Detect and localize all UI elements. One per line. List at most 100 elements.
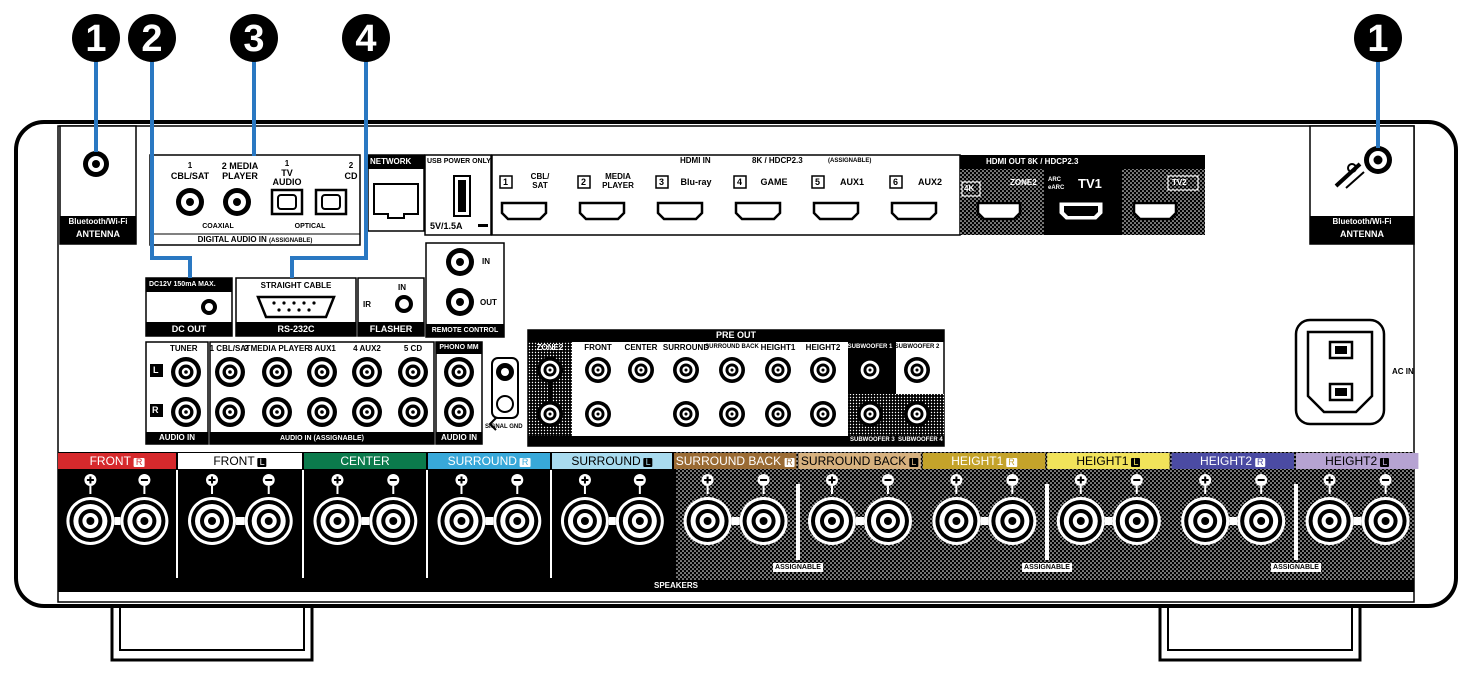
callout-4: 4 [342,14,390,62]
speaker-binding-post[interactable] [807,497,856,545]
speaker-binding-post[interactable] [120,497,169,545]
speaker-group-header [428,453,550,469]
audio-in-jack-r[interactable] [215,397,245,427]
ethernet-port[interactable] [373,183,419,219]
hdmi-in-port-num: 2 [581,177,587,187]
speaker-binding-post[interactable] [1112,497,1161,545]
pre-out-channel-label: ZONE2 [536,343,564,352]
hdmi-in-port[interactable] [578,201,626,221]
coax1-num: 1 [187,161,193,170]
assignable-label-2: ASSIGNABLE [1022,563,1072,572]
pre-out-channel-label: HEIGHT1 [760,343,796,352]
phono-audio-in-title: AUDIO IN [441,433,477,442]
pre-out-jack[interactable] [810,357,836,383]
audio-in-jack-r[interactable] [262,397,292,427]
audio-in-jack-r[interactable] [171,397,201,427]
pre-out-jack[interactable] [904,357,930,383]
speaker-binding-post[interactable] [1181,497,1230,545]
pre-out-jack[interactable] [765,357,791,383]
phono-label: PHONO MM [439,344,479,351]
hdmi-in-port[interactable] [734,201,782,221]
opt2-num: 2 [348,161,354,170]
opt1-num: 1 [284,159,290,168]
speaker-binding-post[interactable] [313,497,362,545]
pre-out-jack[interactable] [857,357,883,383]
pre-out-jack[interactable] [719,357,745,383]
speaker-binding-post[interactable] [244,497,293,545]
pre-out-jack[interactable] [673,357,699,383]
speaker-binding-post[interactable] [437,497,486,545]
pre-out-jack[interactable] [585,401,611,427]
pre-out-jack[interactable] [537,401,563,427]
pre-out-jack[interactable] [719,401,745,427]
audio-in-jack-l[interactable] [307,357,337,387]
hdmi-in-ports[interactable] [499,175,938,221]
audio-in-jack-l[interactable] [215,357,245,387]
speaker-binding-post[interactable] [369,497,418,545]
remote-jacks[interactable] [446,248,474,316]
audio-in-jack-r[interactable] [307,397,337,427]
hdmi-in-port-num: 4 [737,177,743,187]
coaxial-jacks[interactable] [176,188,251,216]
pre-out-jack[interactable] [904,401,930,427]
speaker-binding-post[interactable] [683,497,732,545]
hdmi-in-port[interactable] [500,201,548,221]
audio-in-jack-l[interactable] [398,357,428,387]
hdmi-out-ports[interactable] [976,201,1178,221]
phono-jack-r[interactable] [444,397,474,427]
audio-in-input-label: 5 CD [403,344,423,353]
antenna-left-label-2: ANTENNA [76,229,120,239]
pre-out-jack[interactable] [673,401,699,427]
audio-in-jack-r[interactable] [398,397,428,427]
pre-out-jacks[interactable] [537,357,930,427]
pre-out-sub4: SUBWOOFER 4 [898,437,943,443]
speaker-binding-post[interactable] [1056,497,1105,545]
pre-out-jack[interactable] [810,401,836,427]
pre-out-jack[interactable] [585,357,611,383]
pre-out-jack[interactable] [537,357,563,383]
phono-jack-l[interactable] [444,357,474,387]
speaker-binding-post[interactable] [988,497,1037,545]
dc-out-title: DC OUT [171,324,207,334]
rs232c-port[interactable] [256,295,336,319]
speaker-binding-post[interactable] [1237,497,1286,545]
speaker-binding-post[interactable] [1361,497,1410,545]
speaker-binding-post[interactable] [560,497,609,545]
hdmi-in-port-name: AUX2 [917,177,943,187]
speaker-terminals[interactable] [58,453,1419,578]
speaker-binding-post[interactable] [739,497,788,545]
signal-gnd-terminal[interactable] [488,357,519,431]
opt1-name-a: TV [281,168,293,178]
speaker-binding-post[interactable] [188,497,237,545]
pre-out-channel-label: FRONT [584,343,612,352]
speaker-group-header [674,453,797,469]
network-label: NETWORK [370,157,412,166]
ac-in-label: AC IN [1392,367,1414,376]
pre-out-jack[interactable] [628,357,654,383]
audio-in-jack-r[interactable] [352,397,382,427]
audio-in-jack-l[interactable] [262,357,292,387]
ac-inlet[interactable] [1294,318,1386,426]
pre-out-jack[interactable] [857,401,883,427]
pre-out-channel-label: SURROUND [662,343,710,352]
speaker-binding-post[interactable] [615,497,664,545]
speaker-binding-post[interactable] [863,497,912,545]
hdmi-in-port[interactable] [812,201,860,221]
hdmi-in-port[interactable] [890,201,938,221]
hdmi-in-port[interactable] [656,201,704,221]
speakers-title: SPEAKERS [653,581,699,590]
audio-in-jack-l[interactable] [352,357,382,387]
audio-in-jack-l[interactable] [171,357,201,387]
speaker-binding-post[interactable] [493,497,542,545]
speaker-binding-post[interactable] [66,497,115,545]
flasher-in: IN [398,283,406,292]
audio-in-jacks[interactable] [171,357,474,427]
speaker-binding-post[interactable] [1305,497,1354,545]
pre-out-jack[interactable] [765,401,791,427]
speaker-binding-post[interactable] [932,497,981,545]
callout-2: 2 [128,14,176,62]
optical-jacks[interactable] [270,188,348,216]
